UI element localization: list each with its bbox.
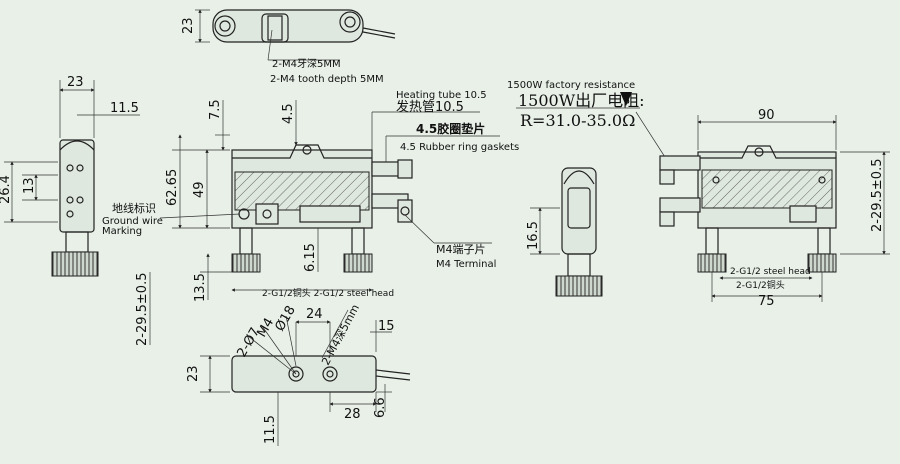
bottom-dim-24: 24 bbox=[306, 307, 323, 322]
dim-16-5: 16.5 bbox=[526, 221, 541, 250]
right-view-heating-element bbox=[701, 169, 833, 209]
dim-2-29-5: 2-29.5±0.5 bbox=[135, 273, 150, 346]
terminal-block bbox=[397, 199, 413, 223]
resistance-value: R=31.0-35.0Ω bbox=[520, 111, 635, 130]
top-view-height-dim: 23 bbox=[181, 17, 196, 34]
bottom-dim-28: 28 bbox=[344, 407, 361, 422]
heating-tube-label-cn: 发热管10.5 bbox=[396, 99, 464, 115]
side-view-body bbox=[59, 139, 95, 233]
resistance-factory-cn: 1500W出厂电阻: bbox=[518, 91, 645, 110]
bottom-port-left bbox=[288, 366, 304, 382]
side-view: 23 11.5 26.4 13 bbox=[0, 75, 140, 277]
front-thread-left bbox=[231, 253, 261, 273]
front-view-heating-element bbox=[234, 171, 370, 211]
side-width-23: 23 bbox=[67, 75, 84, 90]
bottom-dim-11-5: 11.5 bbox=[263, 415, 278, 444]
resistance-note: 1500W factory resistance 1500W出厂电阻: R=31… bbox=[507, 80, 673, 169]
top-view: 23 2-M4牙深5MM 2-M4 tooth depth 5MM bbox=[181, 9, 396, 85]
bottom-port-right bbox=[322, 366, 338, 382]
dim-62-65: 62.65 bbox=[165, 169, 180, 206]
top-view-right-port bbox=[339, 11, 361, 33]
resistance-arrow-icon bbox=[620, 92, 632, 106]
dim-4-5: 4.5 bbox=[281, 103, 296, 124]
bottom-dim-phi18: Ø18 bbox=[272, 303, 298, 334]
mid-view-body bbox=[561, 167, 597, 255]
thread-note-cn: 2-M4牙深5MM bbox=[272, 58, 341, 70]
ground-label-en-2: Marking bbox=[102, 226, 142, 237]
dim-90: 90 bbox=[758, 108, 775, 123]
right-thread-left bbox=[697, 253, 727, 273]
right-steel-head-cn: 2-G1/2铜头 bbox=[736, 279, 785, 291]
right-steel-head-en: 2-G1/2 steel head bbox=[730, 267, 811, 277]
terminal-label-cn: M4端子片 bbox=[436, 243, 486, 256]
dim-7-5: 7.5 bbox=[208, 99, 223, 120]
top-view-wire bbox=[362, 27, 396, 35]
front-view: 7.5 4.5 49 62.65 6.15 13.5 2-29.5±0.5 2-… bbox=[102, 90, 519, 346]
side-view-thread bbox=[51, 251, 99, 277]
mid-side-view: 16.5 bbox=[526, 167, 603, 297]
dim-6-15: 6.15 bbox=[303, 243, 318, 272]
bottom-view-body bbox=[231, 355, 377, 393]
ground-label-en-1: Ground wire bbox=[102, 216, 163, 227]
heating-tube-label-en: Heating tube 10.5 bbox=[396, 90, 487, 101]
bottom-dim-23: 23 bbox=[186, 365, 201, 382]
bottom-dim-6-6: 6.6 bbox=[373, 397, 388, 418]
dim-13-5: 13.5 bbox=[193, 273, 208, 302]
front-thread-right bbox=[343, 253, 373, 273]
side-height-26-4: 26.4 bbox=[0, 175, 13, 204]
bottom-view: 23 2-Ø7 M4 Ø18 24 2-M4深5mm 15 6.6 28 11.… bbox=[186, 302, 411, 446]
top-view-left-port bbox=[214, 15, 236, 37]
rubber-ring-label-en: 4.5 Rubber ring gaskets bbox=[400, 142, 519, 153]
right-thread-right bbox=[807, 253, 837, 273]
rubber-ring-label-cn: 4.5胶圈垫片 bbox=[416, 121, 485, 136]
terminal-label-en: M4 Terminal bbox=[436, 259, 496, 270]
right-view: 90 2-29.5±0.5 75 2-G1/2 steel head 2-G1/… bbox=[659, 108, 890, 309]
ground-label-cn: 地线标识 bbox=[112, 201, 156, 215]
thread-note-en: 2-M4 tooth depth 5MM bbox=[270, 74, 384, 85]
side-spacing-13: 13 bbox=[22, 177, 37, 194]
top-view-clamp bbox=[261, 13, 289, 43]
mid-view-thread bbox=[555, 275, 603, 297]
right-dim-2-29-5: 2-29.5±0.5 bbox=[870, 159, 885, 232]
bottom-dim-15: 15 bbox=[378, 319, 395, 334]
steel-head-note: 2-G1/2铜头 2-G1/2 steel head bbox=[262, 287, 394, 299]
dim-49: 49 bbox=[192, 181, 207, 198]
resistance-factory-en: 1500W factory resistance bbox=[507, 80, 635, 91]
dim-75: 75 bbox=[758, 294, 775, 309]
bottom-view-wire bbox=[375, 369, 411, 375]
side-width-11-5: 11.5 bbox=[110, 101, 139, 116]
